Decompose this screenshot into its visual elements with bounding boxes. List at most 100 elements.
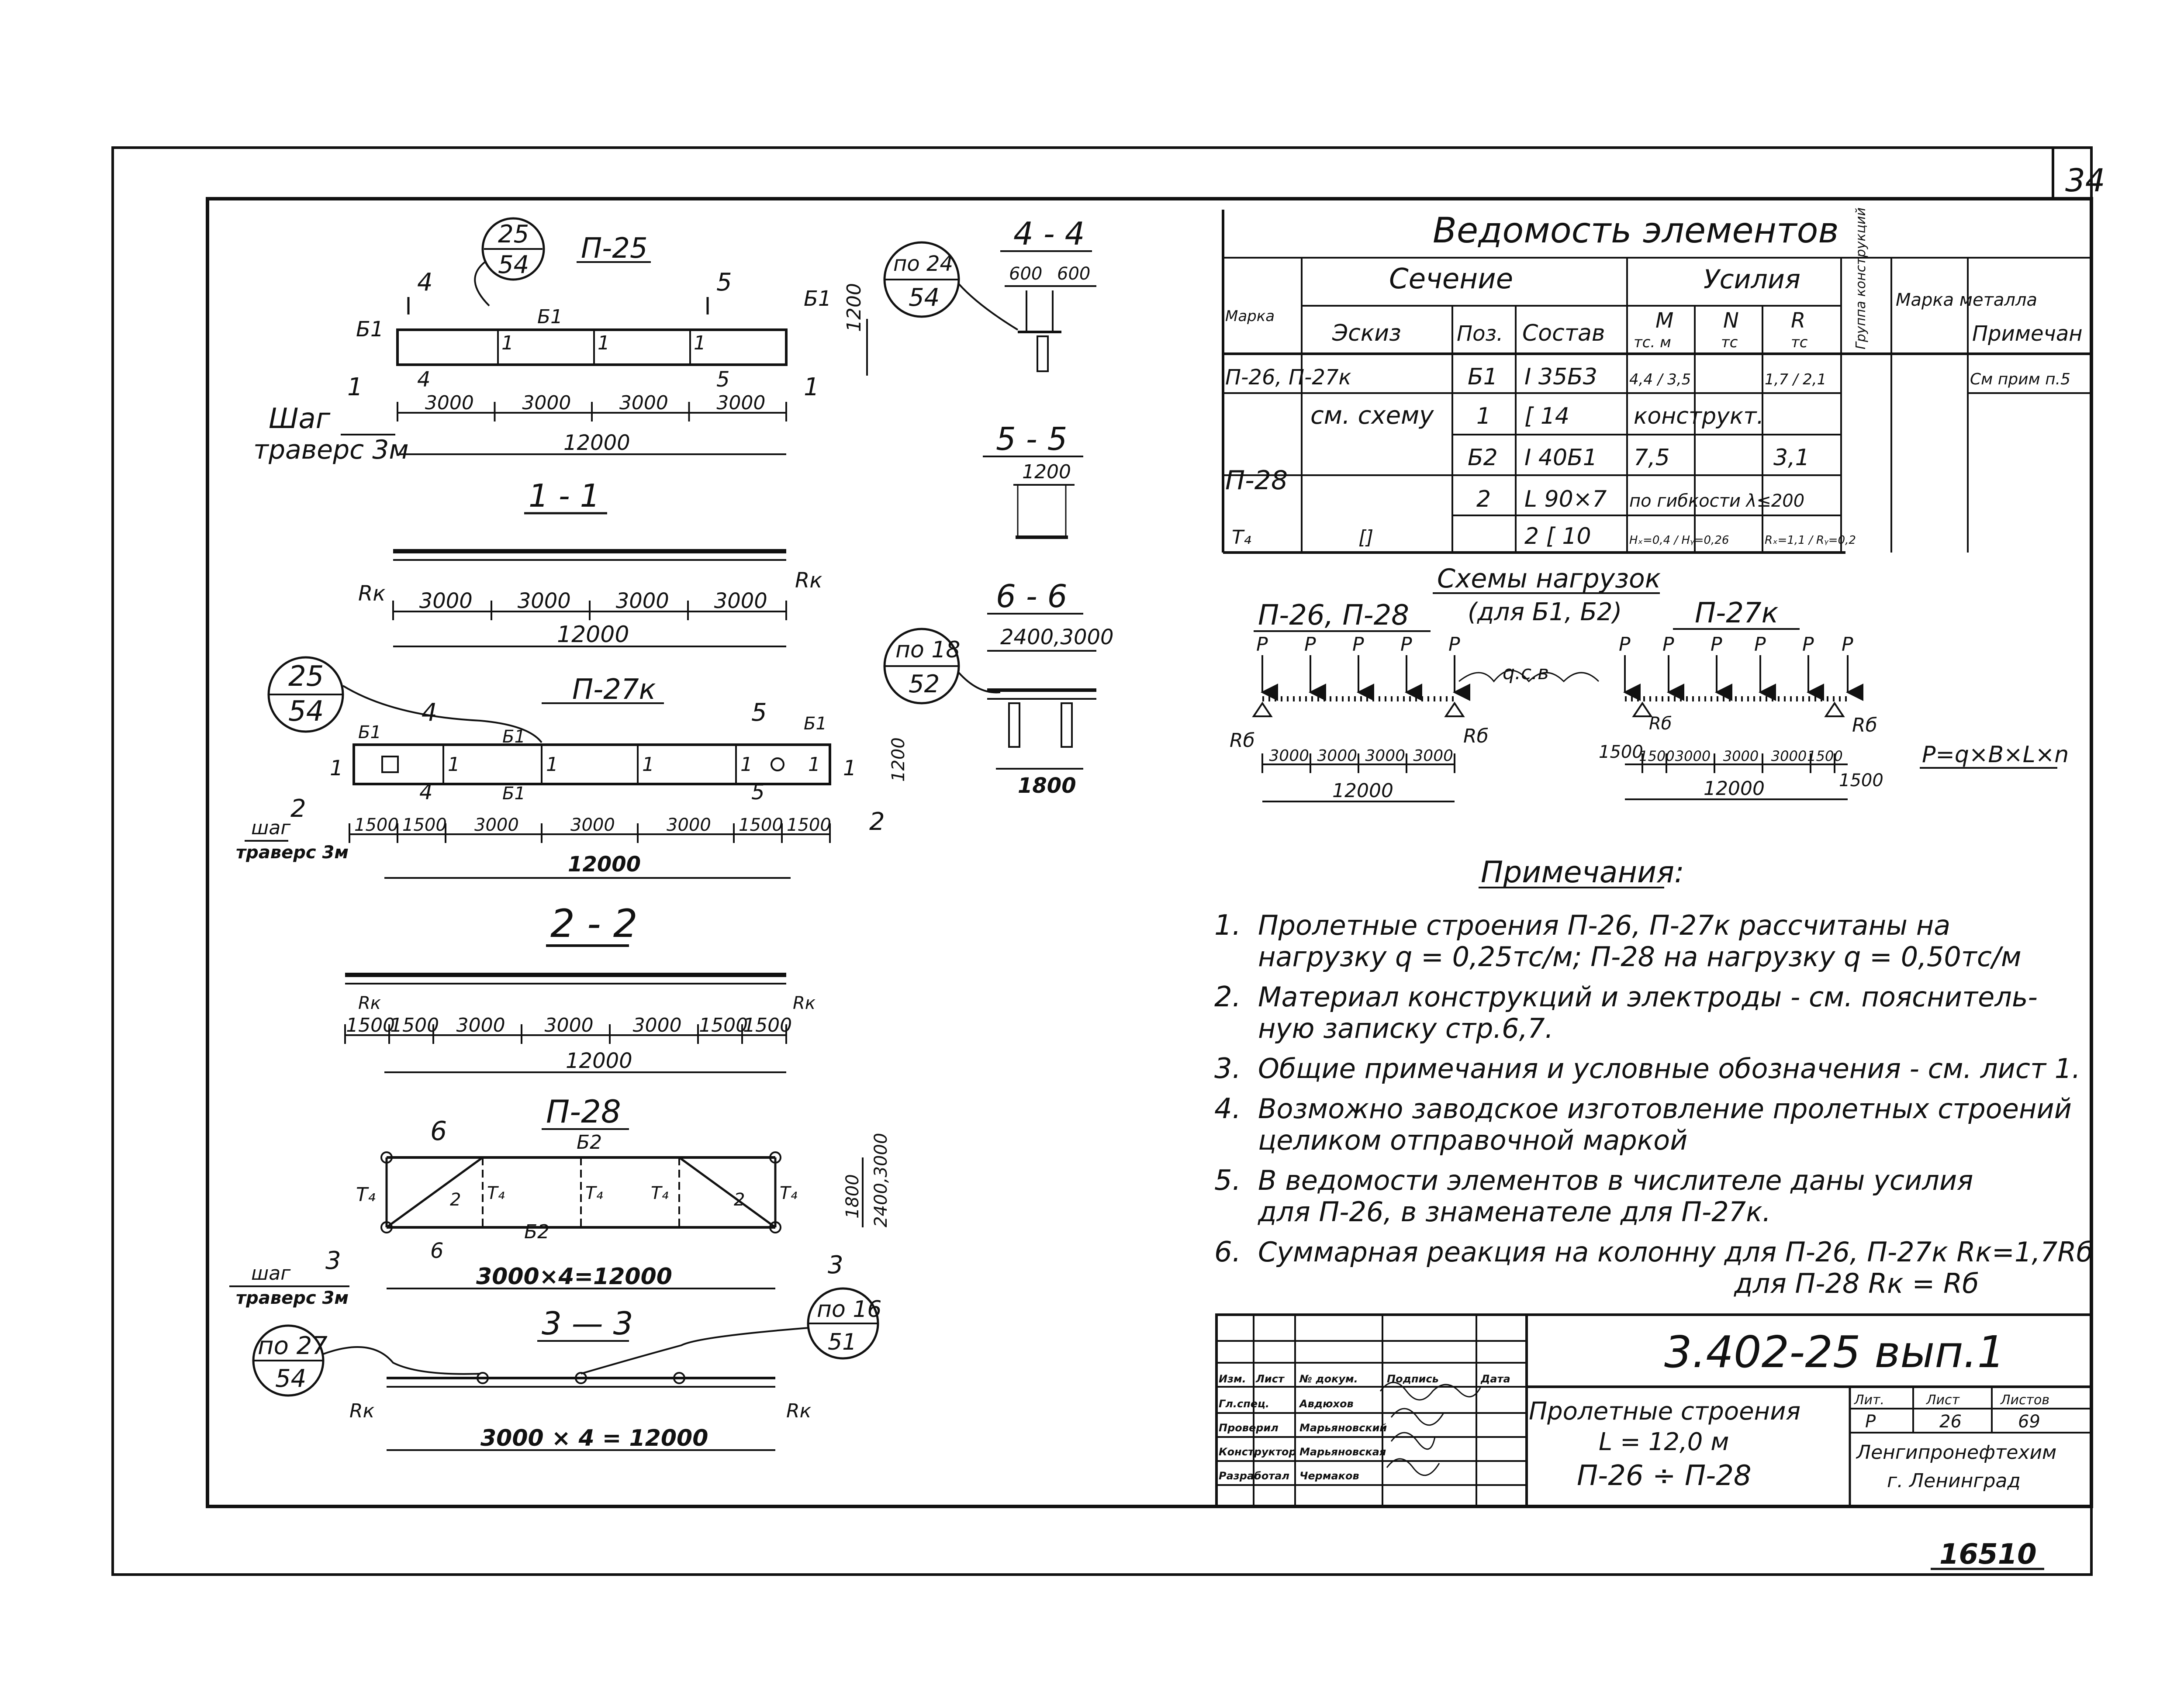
note-line: нагрузку q = 0,25тс/м; П-28 на нагрузку … bbox=[1258, 941, 2022, 973]
svg-text:1200: 1200 bbox=[843, 283, 865, 332]
svg-text:M: M bbox=[1655, 308, 1673, 333]
p27k-span-dim: 1500 bbox=[402, 815, 447, 835]
note-line: Суммарная реакция на колонну для П-26, П… bbox=[1258, 1236, 2093, 1268]
load-label: P bbox=[1802, 633, 1814, 656]
p27k-span-dim: 1500 bbox=[739, 815, 783, 835]
tb-col-header: Изм. bbox=[1219, 1373, 1246, 1385]
svg-text:П-26, П-28: П-26, П-28 bbox=[1258, 599, 1409, 632]
signature-2 bbox=[1390, 1408, 1444, 1426]
svg-text:5: 5 bbox=[716, 367, 730, 392]
svg-text:Б1: Б1 bbox=[804, 714, 827, 734]
load-label: P bbox=[1448, 633, 1460, 656]
sec11-total: 12000 bbox=[557, 622, 629, 648]
svg-text:4: 4 bbox=[422, 698, 437, 727]
sec22-span-dim: 3000 bbox=[633, 1014, 682, 1036]
note-number: 1. bbox=[1214, 909, 1241, 942]
svg-text:г. Ленинград: г. Ленинград bbox=[1887, 1470, 2021, 1492]
sec22-title: 2 - 2 bbox=[550, 901, 638, 946]
svg-text:3: 3 bbox=[828, 1251, 843, 1279]
p27k-beam bbox=[352, 743, 831, 785]
tb-name: Марьяновский bbox=[1299, 1422, 1387, 1434]
svg-text:тс: тс bbox=[1721, 334, 1738, 351]
row3-mark: П-28 bbox=[1225, 465, 1288, 496]
svg-text:1: 1 bbox=[347, 373, 363, 401]
p28-step-b: траверс 3м bbox=[236, 1288, 349, 1308]
p27k-total: 12000 bbox=[568, 852, 641, 877]
note-line: Возможно заводское изготовление пролетны… bbox=[1258, 1093, 2072, 1125]
svg-text:Rₓ=1,1 / Rᵧ=0,2: Rₓ=1,1 / Rᵧ=0,2 bbox=[1765, 534, 1856, 547]
note-line: Общие примечания и условные обозначения … bbox=[1258, 1053, 2080, 1085]
svg-text:52: 52 bbox=[909, 670, 940, 698]
svg-text:Б1: Б1 bbox=[358, 722, 381, 743]
svg-text:Б2: Б2 bbox=[524, 1221, 549, 1243]
tb-role: Разработал bbox=[1219, 1470, 1289, 1482]
svg-text:конструкт.: конструкт. bbox=[1634, 403, 1764, 429]
svg-text:1: 1 bbox=[808, 753, 820, 776]
load-label: P bbox=[1304, 633, 1316, 656]
load-formula: P=q×B×L×n bbox=[1922, 742, 2069, 768]
note-line: Материал конструкций и электроды - см. п… bbox=[1258, 981, 2038, 1013]
p25-step-b: траверс 3м bbox=[253, 435, 409, 465]
sec44-title: 4 - 4 bbox=[1013, 215, 1085, 252]
svg-text:T₄: T₄ bbox=[780, 1183, 797, 1203]
load-label: P bbox=[1619, 633, 1631, 656]
svg-text:1800: 1800 bbox=[1018, 774, 1076, 798]
load-right-span-dim: 1500 bbox=[1639, 748, 1674, 764]
schedule-title: Ведомость элементов bbox=[1433, 210, 1839, 251]
row1-mark: П-26, П-27к bbox=[1225, 365, 1351, 390]
sec33-total: 3000 × 4 = 12000 bbox=[480, 1425, 708, 1451]
svg-text:69: 69 bbox=[2018, 1412, 2040, 1432]
svg-text:Б1: Б1 bbox=[804, 287, 831, 311]
sheet-number: 34 bbox=[2065, 162, 2105, 199]
svg-text:6: 6 bbox=[430, 1116, 447, 1147]
svg-text:Состав: Состав bbox=[1522, 320, 1605, 346]
svg-text:26: 26 bbox=[1939, 1412, 1962, 1432]
sec33-callout-right bbox=[807, 1287, 879, 1360]
svg-text:тс. м: тс. м bbox=[1634, 334, 1671, 351]
svg-text:5: 5 bbox=[751, 698, 767, 727]
load-right-span-dim: 3000 bbox=[1675, 748, 1711, 764]
svg-text:q.c.в: q.c.в bbox=[1503, 662, 1549, 684]
p27k-callout bbox=[267, 656, 344, 733]
section-5-5: 5 - 5 1200 bbox=[983, 421, 1083, 539]
notes-title: Примечания: bbox=[1481, 855, 1684, 890]
svg-text:25: 25 bbox=[498, 220, 529, 249]
load-left-span-dim: 3000 bbox=[1269, 747, 1309, 765]
section-4-4: 4 - 4 по 24 54 600 600 bbox=[883, 215, 1096, 372]
svg-text:1800: 1800 bbox=[843, 1174, 863, 1219]
load-right-span-dim: 1500 bbox=[1807, 748, 1842, 764]
p27k-span-dim: 3000 bbox=[474, 815, 519, 835]
p27k-step-b: траверс 3м bbox=[236, 843, 349, 863]
svg-text:1500: 1500 bbox=[1599, 742, 1643, 762]
svg-text:4: 4 bbox=[417, 367, 431, 392]
note-number: 3. bbox=[1214, 1053, 1241, 1085]
svg-text:См прим п.5: См прим п.5 bbox=[1970, 370, 2070, 388]
p27k-span-dim: 3000 bbox=[667, 815, 711, 835]
svg-text:П-27к: П-27к bbox=[1695, 597, 1779, 629]
section-3-3: 3 — 3 по 27 54 по 16 51 Rк Rк 3000 × 4 =… bbox=[252, 1287, 882, 1451]
svg-text:Эскиз: Эскиз bbox=[1332, 320, 1401, 346]
svg-text:7,5: 7,5 bbox=[1634, 445, 1670, 471]
load-label: P bbox=[1842, 633, 1853, 656]
tb-role: Конструктор bbox=[1219, 1446, 1296, 1458]
svg-text:1200: 1200 bbox=[1022, 461, 1071, 483]
sec44-callout bbox=[883, 241, 960, 318]
p27k-span-dim: 1500 bbox=[354, 815, 399, 835]
svg-text:Лит.: Лит. bbox=[1854, 1392, 1884, 1408]
svg-text:6: 6 bbox=[430, 1239, 444, 1263]
svg-text:Rб: Rб bbox=[1463, 725, 1489, 747]
svg-text:5: 5 bbox=[751, 780, 765, 805]
svg-text:2: 2 bbox=[734, 1190, 745, 1210]
tb-col-header: Лист bbox=[1255, 1373, 1285, 1385]
sec22-total: 12000 bbox=[566, 1049, 632, 1073]
svg-text:Сечение: Сечение bbox=[1389, 263, 1513, 295]
svg-text:T₄: T₄ bbox=[1232, 526, 1251, 549]
svg-text:по гибкости λ≤200: по гибкости λ≤200 bbox=[1629, 491, 1804, 511]
svg-text:Пролетные строения: Пролетные строения bbox=[1529, 1397, 1800, 1426]
note-number: 6. bbox=[1214, 1236, 1241, 1268]
signature-3 bbox=[1390, 1432, 1436, 1450]
svg-text:3,1: 3,1 bbox=[1773, 445, 1810, 471]
